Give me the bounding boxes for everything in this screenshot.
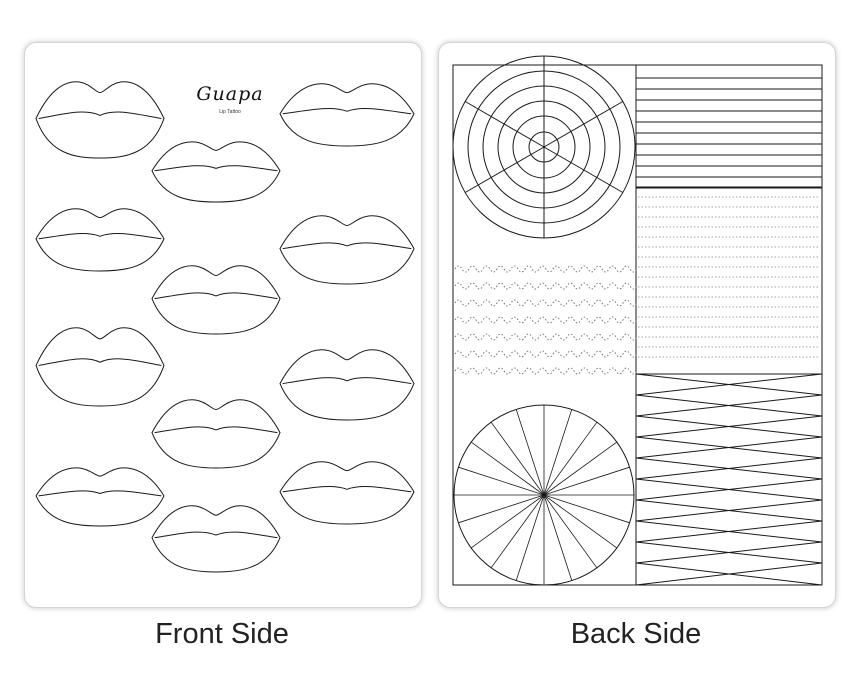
lattice-diag-b-3 xyxy=(635,415,823,438)
lattice-diag-b-9 xyxy=(635,541,823,564)
lattice-diag-b-2 xyxy=(635,394,823,417)
front-side-sheet: Guapa Lip Tattoo xyxy=(24,42,422,608)
sunburst-ray-17 xyxy=(543,409,573,496)
dotted-wave-7 xyxy=(454,367,638,375)
lattice-diag-b-8 xyxy=(635,520,823,543)
target-spoke-2 xyxy=(543,101,624,148)
lip-line-12 xyxy=(154,531,278,539)
back-side-sheet xyxy=(438,42,836,608)
dotted-wave-6 xyxy=(454,350,638,358)
lip-outline-4 xyxy=(35,208,165,272)
sunburst-ray-2 xyxy=(543,494,630,524)
lip-line-6 xyxy=(154,292,278,300)
lip-outline-3 xyxy=(151,141,281,203)
dotted-wave-4 xyxy=(454,316,638,324)
lattice-diag-b-7 xyxy=(635,499,823,522)
lip-outline-12 xyxy=(151,505,281,573)
lattice-diag-b-5 xyxy=(635,457,823,480)
dotted-wave-5 xyxy=(454,333,638,341)
sunburst-ray-13 xyxy=(470,441,545,496)
lip-outline-8 xyxy=(279,349,415,421)
target-spoke-6 xyxy=(464,101,545,148)
sunburst-ray-9 xyxy=(470,494,545,549)
sunburst-ray-4 xyxy=(543,494,598,569)
lip-outline-2 xyxy=(279,83,415,147)
lip-line-7 xyxy=(38,358,162,366)
sunburst-ray-18 xyxy=(543,421,598,496)
lip-outline-10 xyxy=(35,467,165,527)
brand-subtitle: Lip Tattoo xyxy=(219,109,241,115)
lattice-diag-b-10 xyxy=(635,562,823,586)
lip-line-9 xyxy=(154,426,278,434)
sunburst-ray-5 xyxy=(543,494,573,581)
sunburst-ray-12 xyxy=(458,466,545,496)
lip-line-1 xyxy=(38,111,162,119)
lip-outline-7 xyxy=(35,327,165,407)
lattice-diag-b-4 xyxy=(635,436,823,459)
dotted-wave-2 xyxy=(454,282,638,290)
sunburst-ray-19 xyxy=(543,441,618,496)
dotted-wave-3 xyxy=(454,299,638,307)
lip-line-11 xyxy=(282,485,412,493)
lattice-diag-b-6 xyxy=(635,478,823,501)
sunburst-ray-20 xyxy=(543,466,630,496)
lip-line-8 xyxy=(282,377,412,385)
sunburst-ray-15 xyxy=(515,409,545,496)
sunburst-ray-8 xyxy=(490,494,545,569)
sunburst-ray-7 xyxy=(515,494,545,581)
lip-outlines xyxy=(35,81,415,573)
lip-outline-1 xyxy=(35,81,165,159)
lattice-diag-b-1 xyxy=(635,373,823,396)
front-side-caption: Front Side xyxy=(155,618,289,650)
dotted-wave-1 xyxy=(454,265,638,273)
target-spoke-5 xyxy=(464,146,545,193)
lip-outline-6 xyxy=(151,265,281,335)
practice-patterns xyxy=(452,55,823,586)
back-side-caption: Back Side xyxy=(570,618,702,650)
sunburst-ray-14 xyxy=(490,421,545,496)
lip-line-5 xyxy=(282,242,412,250)
sunburst-ray-3 xyxy=(543,494,618,549)
lip-line-4 xyxy=(38,233,162,240)
target-spoke-3 xyxy=(543,146,624,193)
sunburst-ray-10 xyxy=(458,494,545,524)
lip-outline-5 xyxy=(279,215,415,285)
lip-outline-11 xyxy=(279,461,415,525)
brand-logo: Guapa xyxy=(196,83,264,105)
lip-outline-9 xyxy=(151,399,281,469)
lip-line-10 xyxy=(38,490,162,497)
lip-line-3 xyxy=(154,165,278,172)
lip-line-2 xyxy=(282,107,412,115)
